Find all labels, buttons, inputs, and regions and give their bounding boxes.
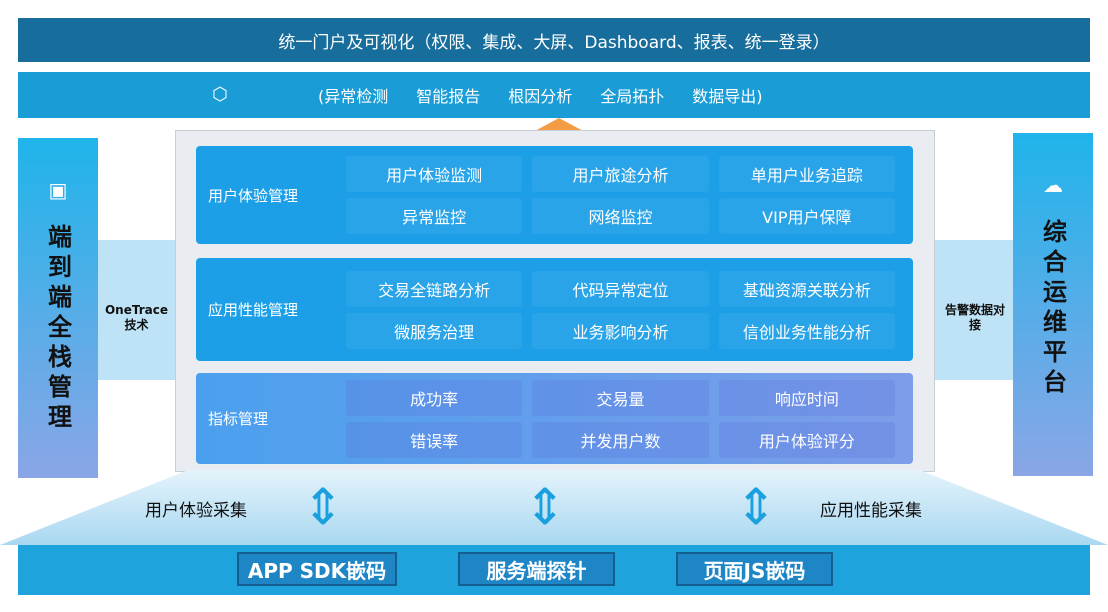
onetrace-label: OneTrace技术 — [104, 303, 169, 332]
row-label: 指标管理 — [208, 410, 269, 428]
cube-icon: ⬡ — [212, 84, 228, 105]
module-cell: 成功率 — [346, 379, 523, 416]
module-cell: 网络监控 — [532, 198, 709, 234]
cloud-icon: ☁ — [1043, 173, 1063, 197]
analysis-bar: ⬡ (异常检测 智能报告 根因分析 全局拓扑 数据导出) — [18, 72, 1090, 118]
row-user-experience: 用户体验管理 用户体验监测 用户旅途分析 单用户业务追踪 异常监控 网络监控 V… — [196, 146, 913, 244]
right-connector — [935, 240, 1015, 380]
left-column: ▣ 端到端全栈管理 — [18, 138, 98, 478]
analysis-item: 智能报告 — [416, 87, 481, 106]
analysis-items: (异常检测 智能报告 根因分析 全局拓扑 数据导出) — [318, 72, 763, 118]
module-cell: 交易量 — [532, 379, 709, 416]
right-column: ☁ 综合运维平台 — [1013, 133, 1093, 476]
row-label: 应用性能管理 — [208, 301, 299, 319]
module-cell: 微服务治理 — [346, 312, 523, 349]
module-cell: 用户体验评分 — [718, 421, 895, 458]
page-js-source: 页面JS嵌码 — [676, 552, 833, 586]
alarm-link-label: 告警数据对接 — [944, 303, 1005, 332]
app-icon: ▣ — [48, 178, 68, 202]
row-metrics: 指标管理 成功率 交易量 响应时间 错误率 并发用户数 用户体验评分 — [196, 373, 913, 464]
double-arrow-icon: ⇕ — [524, 478, 566, 536]
core-panel: 用户体验管理 用户体验监测 用户旅途分析 单用户业务追踪 异常监控 网络监控 V… — [175, 130, 935, 472]
double-arrow-icon: ⇕ — [302, 478, 344, 536]
module-cell: 响应时间 — [718, 379, 895, 416]
module-cell: VIP用户保障 — [718, 198, 895, 234]
module-cell: 基础资源关联分析 — [718, 270, 895, 307]
module-cell: 信创业务性能分析 — [718, 312, 895, 349]
portal-bar: 统一门户及可视化（权限、集成、大屏、Dashboard、报表、统一登录） — [18, 18, 1090, 62]
left-connector — [97, 240, 177, 380]
row-app-performance: 应用性能管理 交易全链路分析 代码异常定位 基础资源关联分析 微服务治理 业务影… — [196, 258, 913, 361]
module-cell: 交易全链路分析 — [346, 270, 523, 307]
module-cell: 单用户业务追踪 — [718, 156, 895, 192]
right-column-title: 综合运维平台 — [1038, 219, 1067, 399]
double-arrow-icon: ⇕ — [735, 478, 777, 536]
analysis-item: (异常检测 — [318, 87, 389, 106]
module-cell: 错误率 — [346, 421, 523, 458]
server-probe-source: 服务端探针 — [458, 552, 615, 586]
analysis-item: 根因分析 — [508, 87, 573, 106]
row-label: 用户体验管理 — [208, 186, 299, 205]
up-triangle-marker — [533, 118, 585, 132]
analysis-item: 数据导出) — [692, 87, 763, 106]
analysis-item: 全局拓扑 — [600, 87, 665, 106]
module-cell: 异常监控 — [346, 198, 523, 234]
module-cell: 并发用户数 — [532, 421, 709, 458]
apm-collection-label: 应用性能采集 — [820, 501, 922, 521]
collection-layer — [0, 470, 1108, 545]
module-cell: 用户体验监测 — [346, 156, 523, 192]
ux-collection-label: 用户体验采集 — [145, 501, 247, 521]
app-sdk-source: APP SDK嵌码 — [237, 552, 397, 586]
left-column-title: 端到端全栈管理 — [43, 224, 72, 434]
module-cell: 业务影响分析 — [532, 312, 709, 349]
module-cell: 代码异常定位 — [532, 270, 709, 307]
module-cell: 用户旅途分析 — [532, 156, 709, 192]
